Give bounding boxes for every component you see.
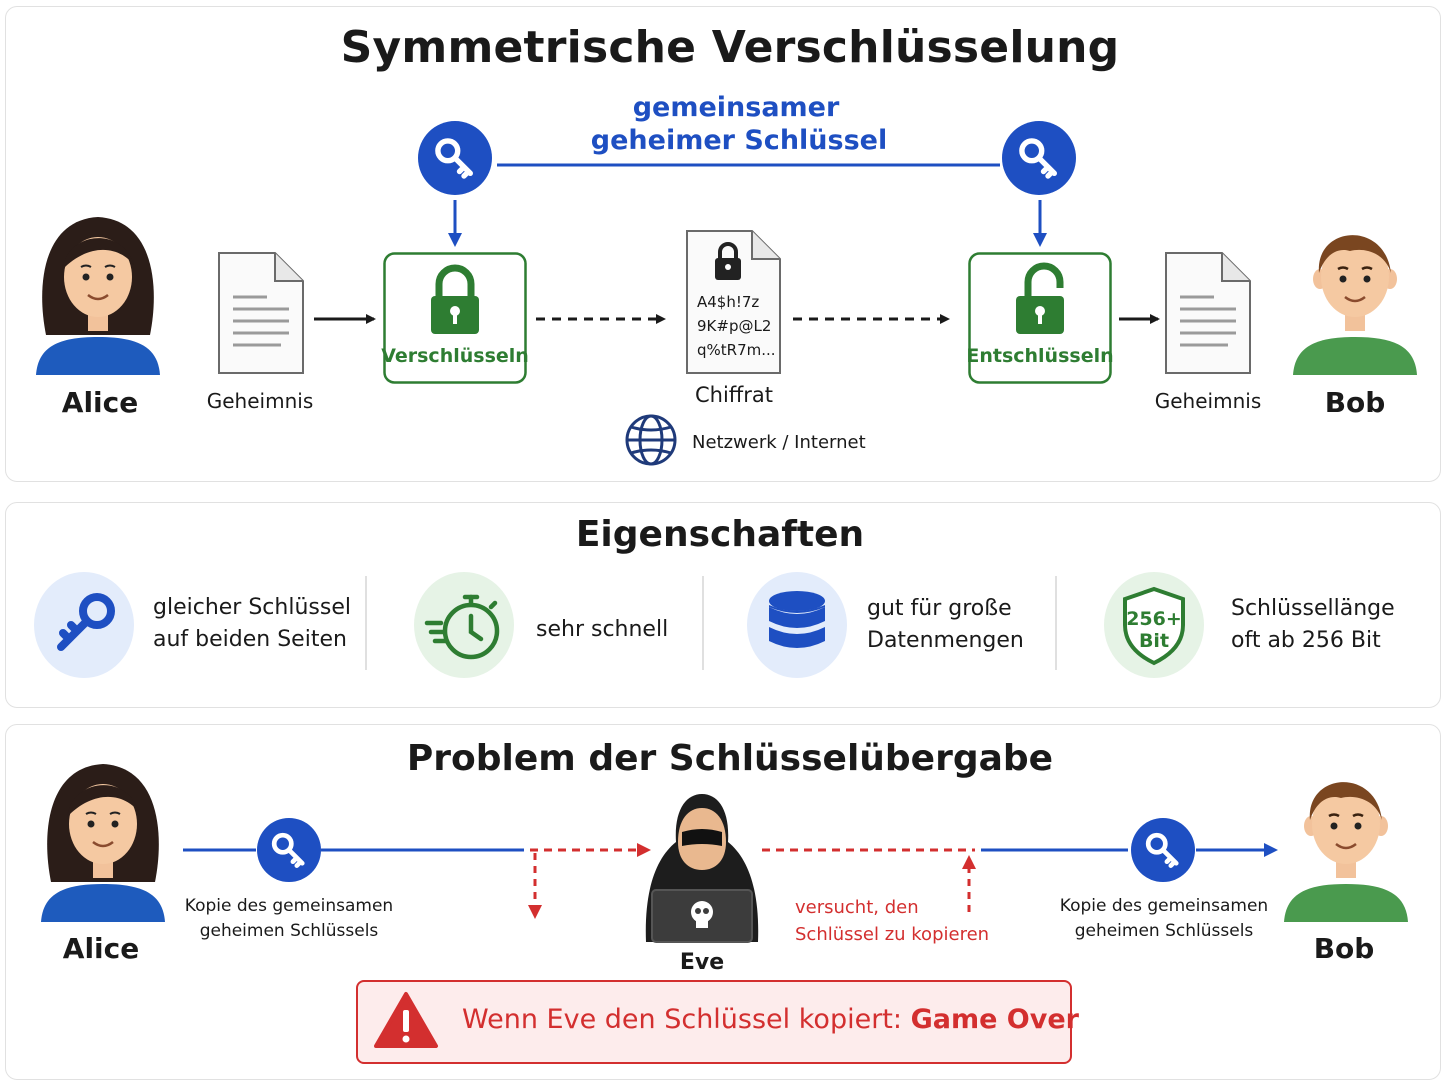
stopwatch-icon <box>414 572 514 678</box>
ciphertext-lines: A4$h!7z 9K#p@L2 q%tR7m... <box>697 293 776 359</box>
skull-icon <box>691 901 713 928</box>
plaintext-left-label: Geheimnis <box>206 389 314 413</box>
key-icon <box>34 572 134 678</box>
plaintext-right-label: Geheimnis <box>1154 389 1262 413</box>
encrypt-label: Verschlüsseln <box>381 345 529 367</box>
globe-icon <box>625 414 677 466</box>
warning-text: Wenn Eve den Schlüssel kopiert: Game Ove… <box>462 1004 1079 1035</box>
key-icon <box>418 121 492 195</box>
network-label: Netzwerk / Internet <box>692 432 866 453</box>
problem-title: Problem der Schlüsselübergabe <box>406 738 1054 779</box>
encrypt-box <box>383 252 527 384</box>
bit-badge: 256+ Bit <box>1126 608 1182 652</box>
property-large-data: gut für große Datenmengen <box>867 596 1024 653</box>
page-title: Symmetrische Verschlüsselung <box>340 22 1120 73</box>
bob-label-bottom: Bob <box>1313 932 1375 965</box>
shared-key-connectors <box>448 163 1047 247</box>
decrypt-box <box>968 252 1112 384</box>
key-icon <box>257 818 321 882</box>
property-key-length: Schlüssellänge oft ab 256 Bit <box>1231 596 1395 653</box>
copy-right-label: Kopie des gemeinsamen geheimen Schlüssel… <box>1059 896 1269 941</box>
shared-key-label-1: gemeinsamer <box>632 92 840 123</box>
lock-icon <box>431 264 479 334</box>
copy-left-label: Kopie des gemeinsamen geheimen Schlüssel… <box>184 896 394 941</box>
unlock-icon <box>1016 262 1064 334</box>
properties-panel <box>5 502 1441 708</box>
eve-attempt-label: versucht, den Schlüssel zu kopieren <box>795 897 990 945</box>
key-icon <box>1002 121 1076 195</box>
alice-label-bottom: Alice <box>62 932 140 965</box>
eve-label: Eve <box>679 950 725 975</box>
shield-icon <box>1104 572 1204 678</box>
database-icon <box>747 572 847 678</box>
property-same-key: gleicher Schlüssel auf beiden Seiten <box>153 595 351 652</box>
key-icon <box>1131 818 1195 882</box>
lock-icon <box>715 242 741 280</box>
ciphertext-document <box>686 230 781 374</box>
hacker-eve-icon <box>645 794 759 943</box>
properties-title: Eigenschaften <box>575 514 865 555</box>
decrypt-label: Entschlüsseln <box>966 345 1114 367</box>
property-fast: sehr schnell <box>536 617 669 642</box>
warning-banner <box>356 980 1072 1064</box>
warning-icon <box>374 992 438 1048</box>
bob-label: Bob <box>1324 386 1386 419</box>
ciphertext-label: Chiffrat <box>694 383 774 407</box>
flow-arrows <box>314 314 1160 324</box>
alice-label: Alice <box>61 386 139 419</box>
shared-key-label-2: geheimer Schlüssel <box>590 125 888 156</box>
